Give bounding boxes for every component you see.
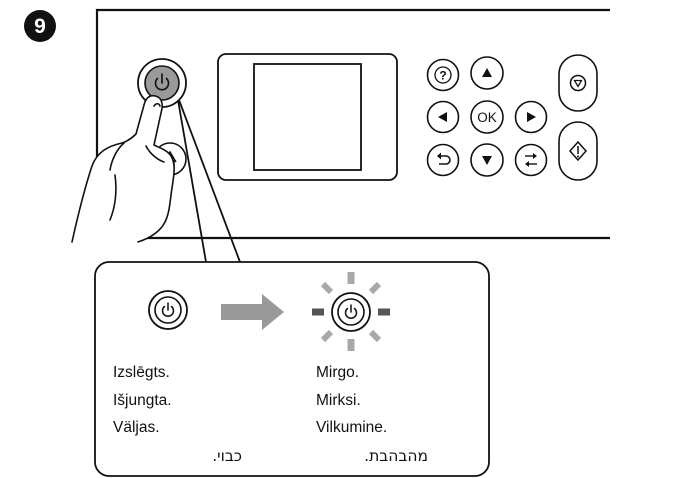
arrow-down-icon — [482, 156, 492, 165]
svg-text:?: ? — [439, 69, 446, 83]
callout-box — [94, 261, 490, 477]
up-button[interactable] — [470, 56, 504, 90]
lcd-screen — [217, 53, 398, 181]
right-button[interactable] — [514, 100, 548, 134]
power-icon — [161, 302, 175, 317]
arrow-right-icon — [221, 294, 284, 330]
help-icon: ? — [434, 66, 452, 84]
stop-button[interactable] — [558, 54, 598, 112]
stop-icon — [569, 74, 587, 92]
off-label-et: Väljas. — [113, 419, 160, 436]
arrow-left-icon — [438, 112, 447, 122]
control-panel: ? OK — [95, 8, 610, 240]
power-button[interactable] — [137, 58, 187, 108]
back-icon — [437, 152, 451, 165]
flash-rays — [312, 272, 390, 351]
on-label-lt: Mirksi. — [316, 392, 361, 409]
ok-button[interactable]: OK — [470, 100, 504, 134]
back-button[interactable] — [426, 143, 460, 177]
help-button[interactable]: ? — [426, 58, 460, 92]
arrow-right-icon — [527, 112, 536, 122]
hand-illustration — [71, 94, 175, 243]
power-icon — [154, 73, 170, 91]
on-label-he: מהבהבת. — [364, 447, 428, 465]
down-button[interactable] — [470, 143, 504, 177]
start-icon — [568, 140, 588, 162]
off-label-lt: Išjungta. — [113, 392, 172, 409]
off-label-he: כבוי. — [212, 447, 242, 465]
callout-pointer — [177, 99, 241, 263]
swap-icon — [525, 153, 537, 167]
step-badge: 9 — [24, 10, 56, 42]
on-label-et: Vilkumine. — [316, 419, 388, 436]
ok-label: OK — [477, 110, 497, 125]
power-icon — [344, 304, 358, 319]
on-label-lv: Mirgo. — [316, 364, 360, 381]
power-button-off — [148, 290, 188, 330]
off-label-lv: Izslēgts. — [113, 364, 170, 381]
start-button[interactable] — [558, 121, 598, 181]
arrow-up-icon — [482, 68, 492, 77]
swap-button[interactable] — [514, 143, 548, 177]
left-button[interactable] — [426, 100, 460, 134]
step-number: 9 — [34, 15, 46, 38]
power-button-flashing — [312, 272, 390, 351]
